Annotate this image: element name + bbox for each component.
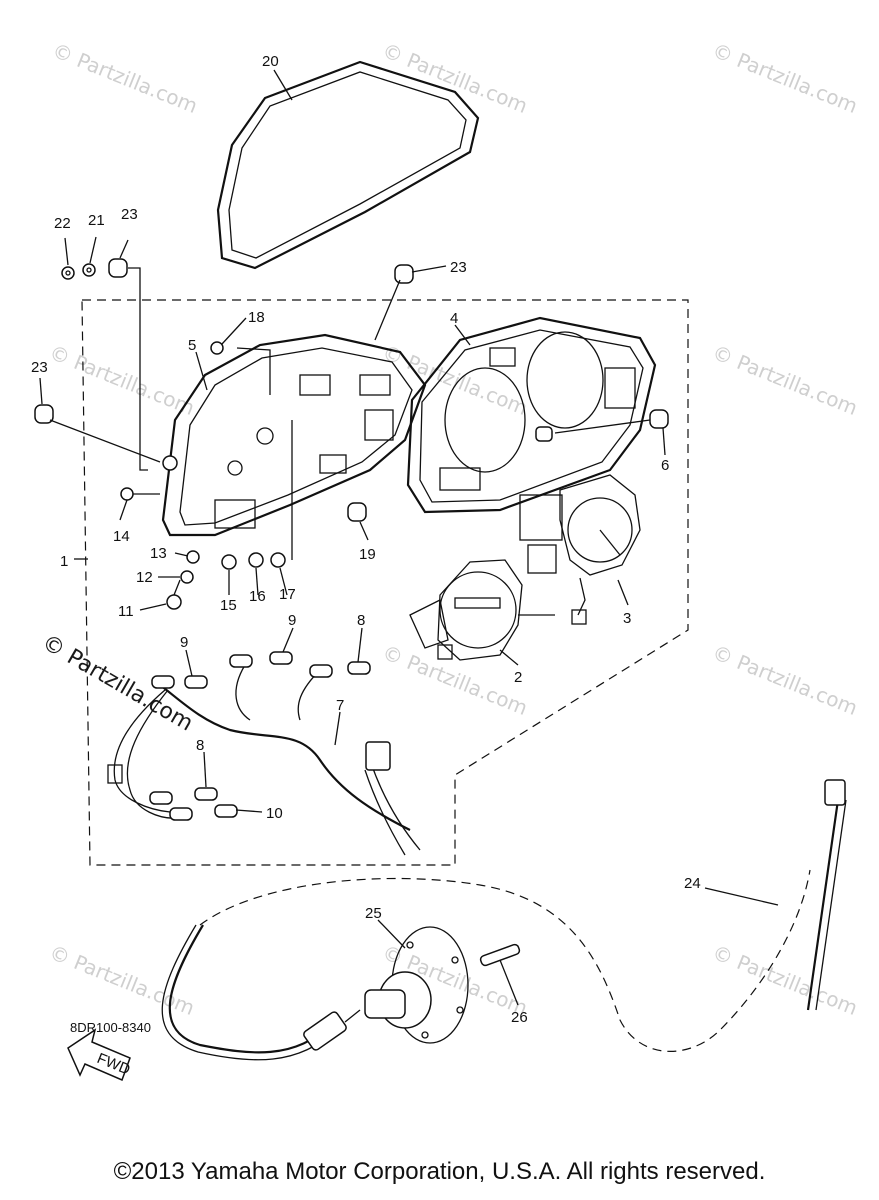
callout-14: 14: [113, 528, 130, 545]
diagram-code: 8DR100-8340: [70, 1020, 151, 1035]
callout-21: 21: [88, 212, 105, 229]
hardware-parts: [34, 258, 669, 610]
assembly-outline: [81, 299, 689, 866]
callout-20: 20: [262, 53, 279, 70]
callout-9b: 9: [288, 612, 296, 629]
speedometer-cable-part-24: [161, 779, 847, 1061]
callout-13: 13: [150, 545, 167, 562]
callout-11: 11: [118, 603, 134, 620]
callout-labels: 1 2 3 4 5 6 7 8 8 9 9 10 11 12 13 14 15 …: [31, 53, 701, 1026]
gauge-part-3: [519, 474, 641, 625]
callout-19: 19: [359, 546, 376, 563]
gasket-part-20: [216, 60, 480, 270]
callout-9: 9: [180, 634, 188, 651]
callout-8: 8: [357, 612, 365, 629]
callout-2: 2: [514, 669, 522, 686]
callout-10: 10: [266, 805, 283, 822]
copyright-notice: ©2013 Yamaha Motor Corporation, U.S.A. A…: [113, 1158, 766, 1185]
gear-unit-part-25: [344, 926, 469, 1044]
callout-18: 18: [248, 309, 265, 326]
callout-1: 1: [60, 553, 68, 570]
meter-housing-part-4: [406, 316, 657, 514]
callout-5: 5: [188, 337, 196, 354]
callout-23: 23: [121, 206, 138, 223]
leader-lines: [39, 69, 779, 1006]
speedometer-part-2: [409, 559, 555, 661]
callout-17: 17: [279, 586, 296, 603]
meter-case-part-5: [161, 333, 427, 537]
callout-15: 15: [220, 597, 237, 614]
fwd-arrow-icon: FWD: [67, 1028, 133, 1082]
callout-16: 16: [249, 588, 266, 605]
callout-3: 3: [623, 610, 631, 627]
pin-part-26: [479, 943, 521, 967]
callout-22: 22: [54, 215, 71, 232]
callout-12: 12: [136, 569, 153, 586]
callout-4: 4: [450, 310, 458, 327]
wire-harness-part-7: [107, 651, 421, 856]
callout-8b: 8: [196, 737, 204, 754]
callout-25: 25: [365, 905, 382, 922]
callout-23b: 23: [450, 259, 467, 276]
callout-7: 7: [336, 697, 344, 714]
callout-6: 6: [661, 457, 669, 474]
callout-24: 24: [684, 875, 701, 892]
callout-23c: 23: [31, 359, 48, 376]
callout-26: 26: [511, 1009, 528, 1026]
